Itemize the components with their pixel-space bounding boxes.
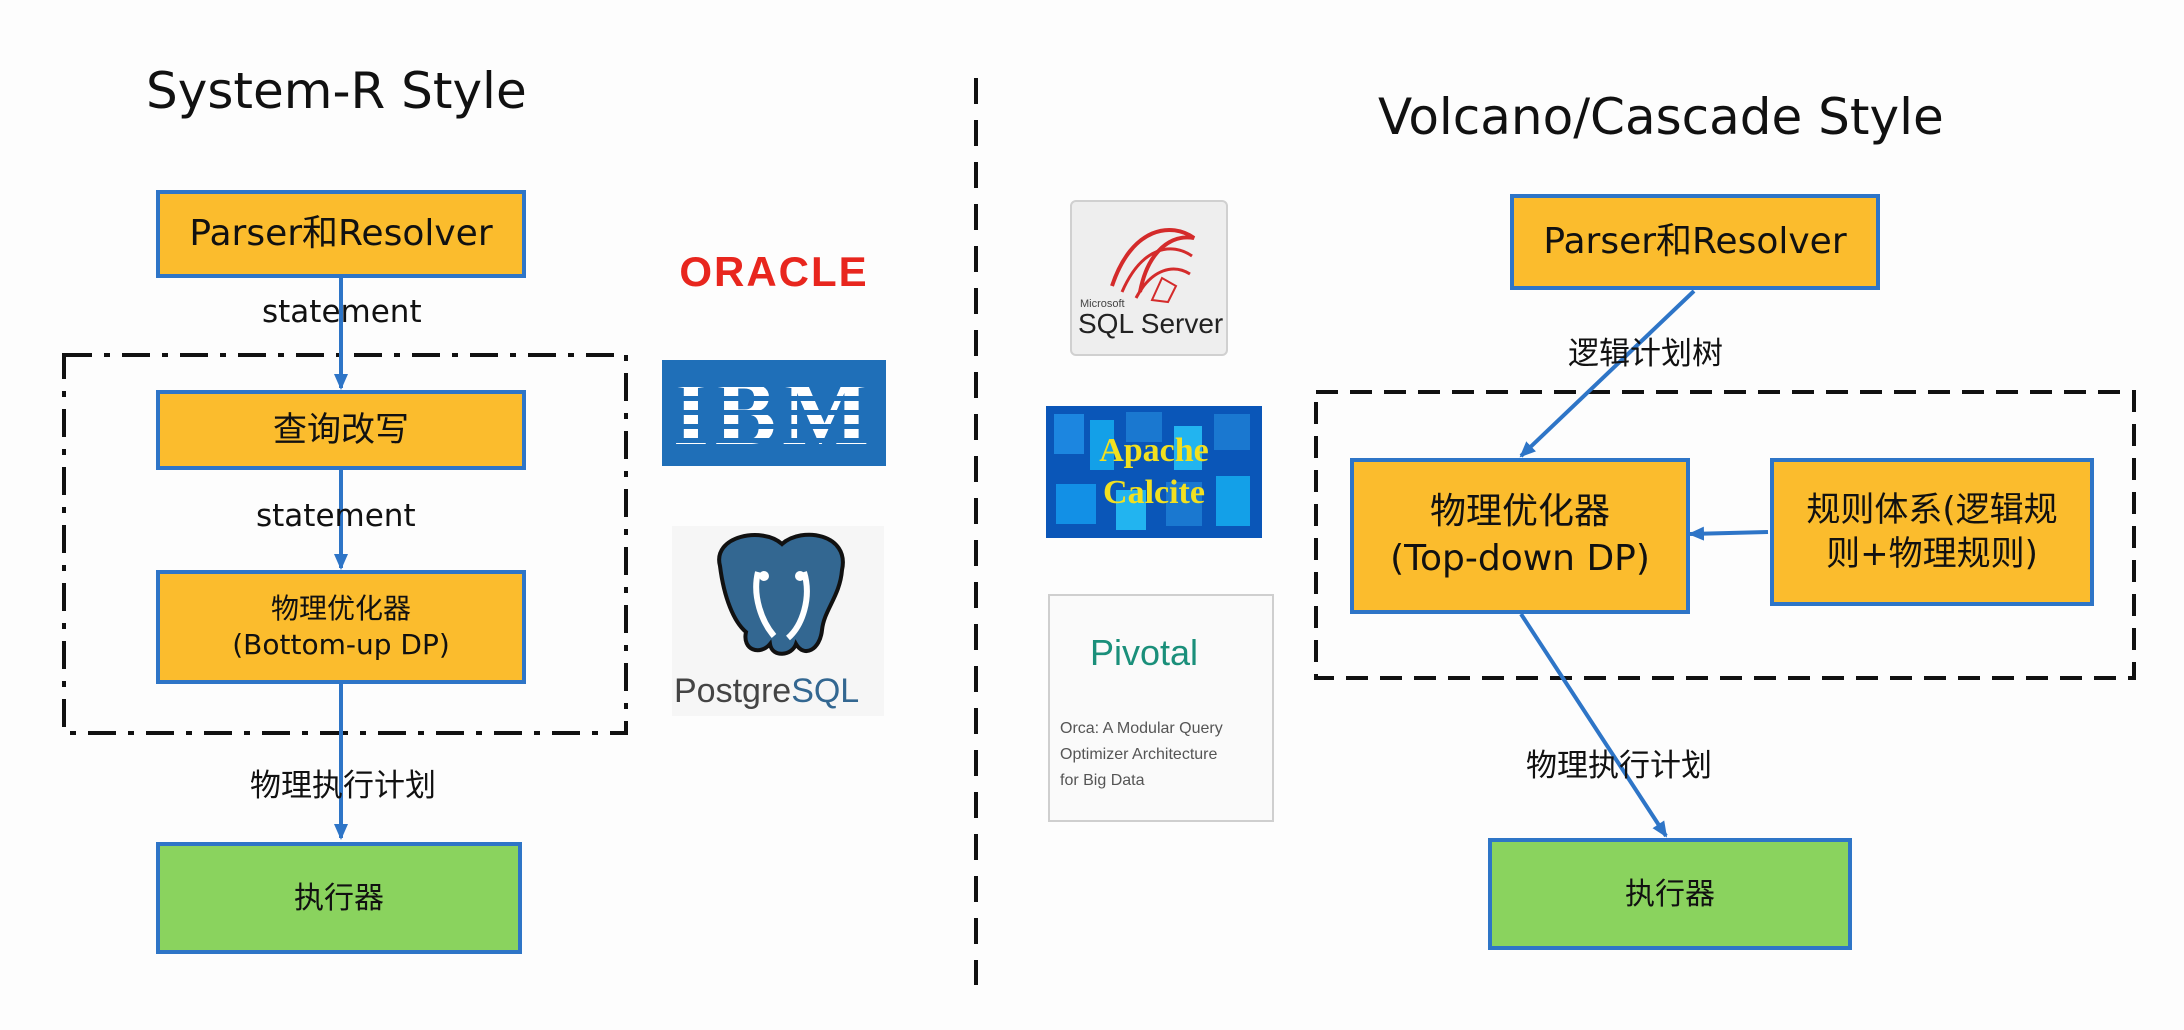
calcite-line1: Apache: [1099, 432, 1209, 469]
right-optimizer-line1: 物理优化器: [1429, 491, 1610, 533]
sqlserver-microsoft: Microsoft: [1080, 298, 1125, 310]
left-plan-label: 物理执行计划: [250, 768, 436, 804]
elephant-icon: [717, 532, 845, 656]
postgresql-wordmark-a: Postgre: [674, 672, 792, 710]
orca-line2: Optimizer Architecture: [1060, 746, 1218, 763]
orca-line3: for Big Data: [1060, 772, 1145, 789]
right-parser-box: Parser和Resolver: [1510, 194, 1880, 290]
right-rules-line1: 规则体系(逻辑规: [1806, 489, 2058, 530]
calcite-line2: Calcite: [1103, 474, 1205, 511]
ibm-stripes-icon: [662, 382, 886, 443]
calcite-logo: Apache Calcite: [1046, 406, 1262, 538]
right-plan-label: 物理执行计划: [1526, 748, 1712, 784]
right-arrow-optimizer-to-executor: [1519, 612, 1668, 838]
pivotal-orca-card: Pivotal Orca: A Modular Query Optimizer …: [1048, 594, 1274, 822]
left-optimizer-frame: [62, 353, 628, 735]
left-optimizer-line2: (Bottom-up DP): [232, 628, 450, 661]
left-executor-label: 执行器: [294, 880, 384, 916]
left-optimizer-line1: 物理优化器: [270, 591, 411, 625]
left-parser-box: Parser和Resolver: [156, 190, 526, 278]
ibm-logo: IBM: [662, 360, 886, 466]
postgresql-wordmark-b: SQL: [791, 672, 860, 710]
pivotal-wordmark: Pivotal: [1090, 632, 1199, 673]
oracle-logo: ORACLE: [664, 248, 884, 296]
right-rules-box: 规则体系(逻辑规 则+物理规则): [1770, 458, 2094, 606]
postgresql-logo: PostgreSQL: [672, 526, 884, 716]
left-rewrite-label: 查询改写: [273, 409, 409, 450]
right-parser-label: Parser和Resolver: [1543, 220, 1847, 262]
postgresql-wordmark: PostgreSQL: [674, 672, 859, 711]
left-optimizer-box: 物理优化器 (Bottom-up DP): [156, 570, 526, 684]
right-executor-box: 执行器: [1488, 838, 1852, 950]
left-rewrite-box: 查询改写: [156, 390, 526, 470]
left-title: System-R Style: [146, 62, 527, 120]
left-statement-label-1: statement: [262, 294, 422, 330]
right-logic-tree-label: 逻辑计划树: [1568, 336, 1723, 372]
left-statement-label-2: statement: [256, 498, 416, 534]
orca-paper-title: Orca: A Modular Query Optimizer Architec…: [1060, 716, 1223, 794]
right-optimizer-line2: (Top-down DP): [1390, 538, 1650, 579]
calcite-grid-icon: [1046, 406, 1262, 538]
right-arrow-rules-to-optimizer: [1688, 526, 1769, 541]
right-executor-label: 执行器: [1625, 876, 1715, 912]
right-rules-line2: 则+物理规则): [1826, 534, 2038, 574]
right-optimizer-frame: [1314, 390, 2136, 680]
right-optimizer-box: 物理优化器 (Top-down DP): [1350, 458, 1690, 614]
sqlserver-wordmark: SQL Server: [1078, 308, 1224, 339]
left-parser-label: Parser和Resolver: [189, 212, 493, 254]
sqlserver-icon: [1110, 228, 1196, 304]
sqlserver-logo: Microsoft SQL Server: [1070, 200, 1228, 356]
left-executor-box: 执行器: [156, 842, 522, 954]
right-arrow-parser-to-optimizer: [1519, 289, 1696, 458]
right-title: Volcano/Cascade Style: [1378, 88, 1944, 146]
oracle-wordmark: ORACLE: [679, 248, 869, 295]
orca-line1: Orca: A Modular Query: [1060, 720, 1223, 737]
